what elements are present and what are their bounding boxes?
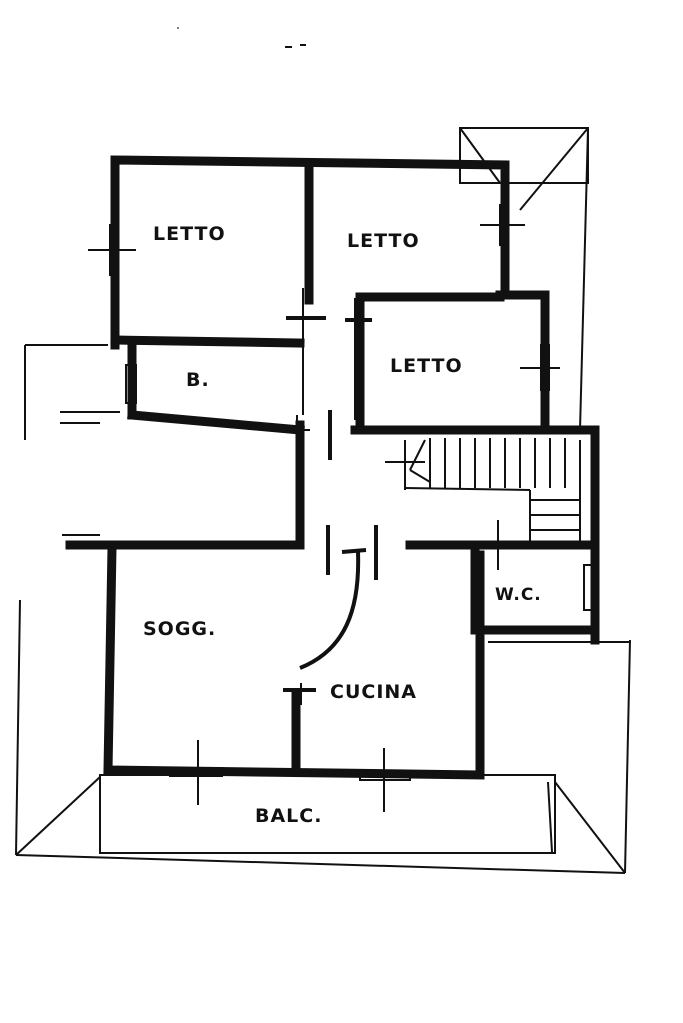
label-bedroom-2: LETTO <box>347 230 420 252</box>
windows <box>60 204 593 812</box>
room-labels: LETTO LETTO LETTO B. W.C. SOGG. CUCINA B… <box>143 223 542 827</box>
balcony <box>99 774 556 854</box>
doors <box>283 288 378 705</box>
label-living-room: SOGG. <box>143 618 216 640</box>
label-balcony: BALC. <box>255 805 322 827</box>
label-bedroom-3: LETTO <box>390 355 463 377</box>
scan-marks <box>177 27 306 48</box>
label-bathroom: B. <box>186 369 210 391</box>
label-kitchen: CUCINA <box>330 681 417 703</box>
label-wc: W.C. <box>495 585 542 605</box>
walls <box>65 155 600 780</box>
outer-boundary <box>15 344 631 874</box>
label-bedroom-1: LETTO <box>153 223 226 245</box>
chimney <box>459 127 589 431</box>
staircase <box>385 438 581 545</box>
